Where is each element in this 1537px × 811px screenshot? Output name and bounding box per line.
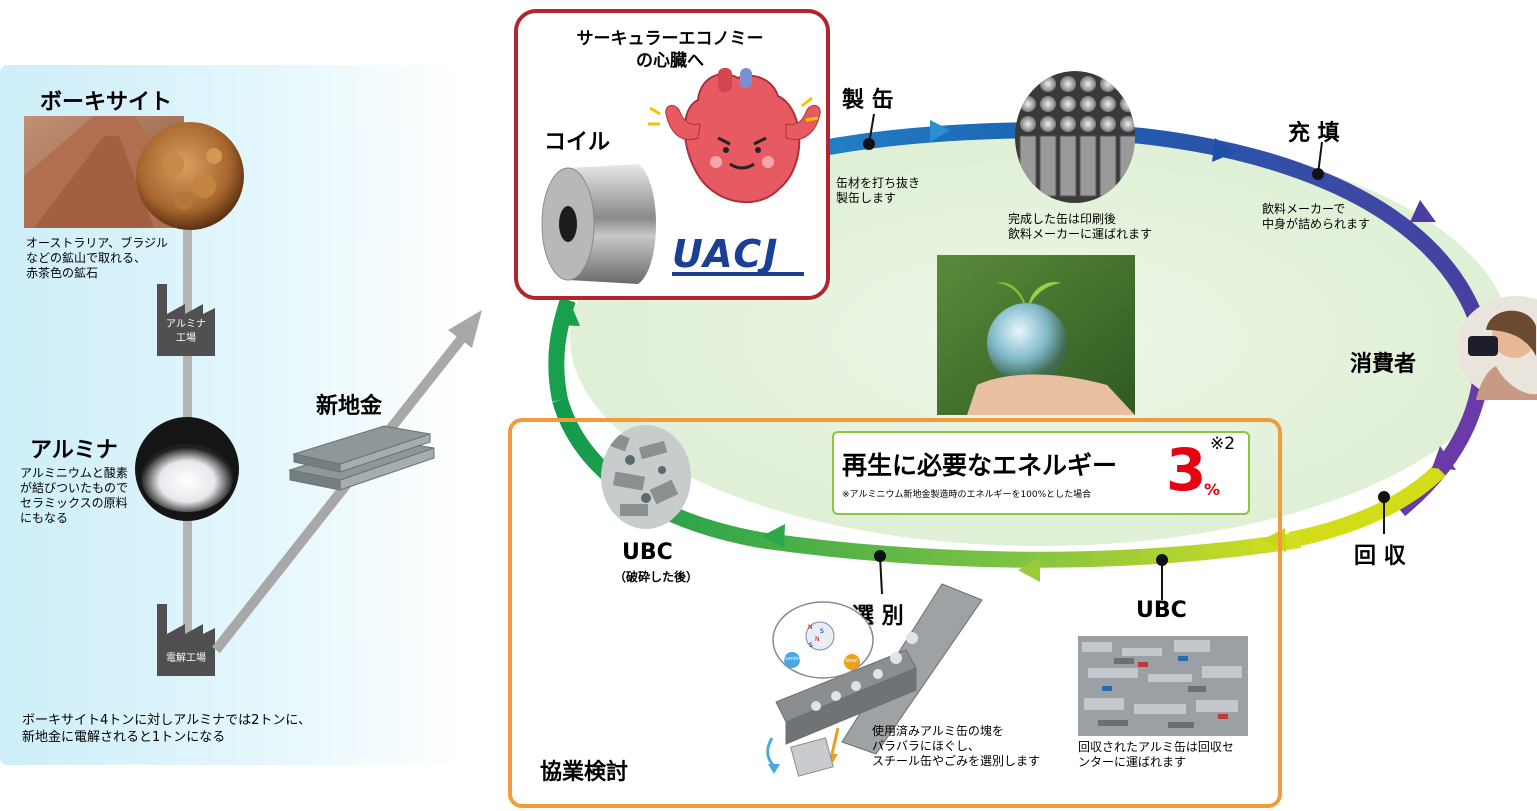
canmaking-desc-line: 製缶します <box>836 191 897 205</box>
ubc-title: UBC <box>1136 598 1187 623</box>
electrolysis-factory-label: 電解工場 <box>166 653 206 664</box>
ubc-desc-line: 回収されたアルミ缶は回収セ <box>1078 740 1234 754</box>
steel-label: Steel <box>845 658 858 664</box>
coil-heading-line: の心臓へ <box>636 51 704 71</box>
bauxite-desc-line: などの鉱山で取れる、 <box>26 251 147 265</box>
filling-desc-line: 中身が詰められます <box>1262 217 1371 231</box>
magnet-label-s: S <box>809 642 813 649</box>
canmaking-desc-line: 缶材を打ち抜き <box>836 176 921 190</box>
canmaking-description: 缶材を打ち抜き 製缶します <box>836 176 920 206</box>
magnet-label-n: N <box>815 636 820 643</box>
heart-mascot-icon <box>648 68 821 204</box>
yield-footnote-line: ボーキサイト4トンに対しアルミナでは2トンに、 <box>22 713 312 728</box>
magnet-inset <box>772 601 874 679</box>
aluminum-label: Aluminum <box>781 656 807 662</box>
consumer-title: 消費者 <box>1350 352 1417 377</box>
canmaking-title: 製 缶 <box>842 88 894 113</box>
ingot-to-cycle-arrow <box>212 310 482 654</box>
alumina-desc-line: セラミックスの原料 <box>20 496 128 510</box>
sorting-machine-image <box>766 583 983 777</box>
yield-footnote: ボーキサイト4トンに対しアルミナでは2トンに、 新地金に電解されると1トンになる <box>22 712 311 746</box>
alumina-desc-line: にもなる <box>20 511 69 525</box>
energy-title: 再生に必要なエネルギー <box>842 451 1118 480</box>
ingot-image <box>288 425 435 491</box>
sorting-desc-line: 使用済みアルミ缶の塊を <box>872 724 1004 738</box>
alumina-factory-icon <box>157 284 215 356</box>
energy-note: ※アルミニウム新地金製造時のエネルギーを100%とした場合 <box>842 490 1092 500</box>
alumina-photo <box>135 417 239 521</box>
energy-footnote-mark: ※2 <box>1210 434 1236 454</box>
energy-callout <box>832 431 1250 515</box>
bauxite-desc-line: オーストラリア、ブラジル <box>26 236 168 250</box>
filling-description: 飲料メーカーで 中身が詰められます <box>1262 202 1370 232</box>
magnet-label-s: S <box>820 628 824 635</box>
collaboration-box <box>508 418 1282 808</box>
filling-desc-line: 飲料メーカーで <box>1262 202 1346 216</box>
uacj-logo: UACJ <box>672 232 780 276</box>
cans-photo <box>1015 71 1135 203</box>
cans-desc-line: 完成した缶は印刷後 <box>1008 212 1117 226</box>
bauxite-desc-line: 赤茶色の鉱石 <box>26 266 99 280</box>
ubc-description: 回収されたアルミ缶は回収セ ンターに運ばれます <box>1078 740 1234 770</box>
globe-in-hands-photo <box>937 255 1135 415</box>
ubc-desc-line: ンターに運ばれます <box>1078 755 1187 769</box>
sorting-description: 使用済みアルミ缶の塊を バラバラにほぐし、 スチール缶やごみを選別します <box>872 724 1040 769</box>
cans-desc-line: 飲料メーカーに運ばれます <box>1008 227 1153 241</box>
ubc-crushed-title: UBC <box>622 540 673 565</box>
coil-image <box>541 164 656 284</box>
alumina-description: アルミニウムと酸素 が結びついたもので セラミックスの原料 にもなる <box>20 466 128 526</box>
ubc-crushed-subtitle: （破砕した後） <box>614 570 699 584</box>
alumina-factory-label: アルミナ 工場 <box>157 318 215 346</box>
collaboration-title: 協業検討 <box>540 760 629 785</box>
alumina-desc-line: アルミニウムと酸素 <box>20 466 128 480</box>
bauxite-photo <box>24 116 244 230</box>
yield-footnote-line: 新地金に電解されると1トンになる <box>22 730 226 745</box>
ubc-bale-photo <box>1078 636 1248 736</box>
sorting-desc-line: スチール缶やごみを選別します <box>872 754 1041 768</box>
coil-heading: サーキュラーエコノミー の心臓へ <box>540 28 800 72</box>
filling-title: 充 填 <box>1288 121 1340 146</box>
recovery-title: 回 収 <box>1354 544 1406 569</box>
consumer-photo <box>1456 296 1537 400</box>
cans-description: 完成した缶は印刷後 飲料メーカーに運ばれます <box>1008 212 1152 242</box>
ingot-title: 新地金 <box>316 394 383 419</box>
uacj-logo-underline <box>672 272 804 276</box>
bauxite-title: ボーキサイト <box>40 90 173 115</box>
crushed-ubc-photo <box>601 425 691 529</box>
energy-value: 3 <box>1166 436 1207 504</box>
alumina-desc-line: が結びついたもので <box>20 481 129 495</box>
coil-label: コイル <box>544 130 611 155</box>
factory-label-line: 工場 <box>176 333 196 344</box>
coil-heading-line: サーキュラーエコノミー <box>576 29 764 49</box>
bauxite-description: オーストラリア、ブラジル などの鉱山で取れる、 赤茶色の鉱石 <box>26 236 168 281</box>
energy-unit: % <box>1204 480 1221 499</box>
magnet-label-n: N <box>808 624 813 631</box>
electrolysis-factory-icon <box>157 604 215 676</box>
alumina-title: アルミナ <box>30 438 118 463</box>
sorting-desc-line: バラバラにほぐし、 <box>872 739 980 753</box>
factory-label-line: アルミナ <box>166 319 206 330</box>
